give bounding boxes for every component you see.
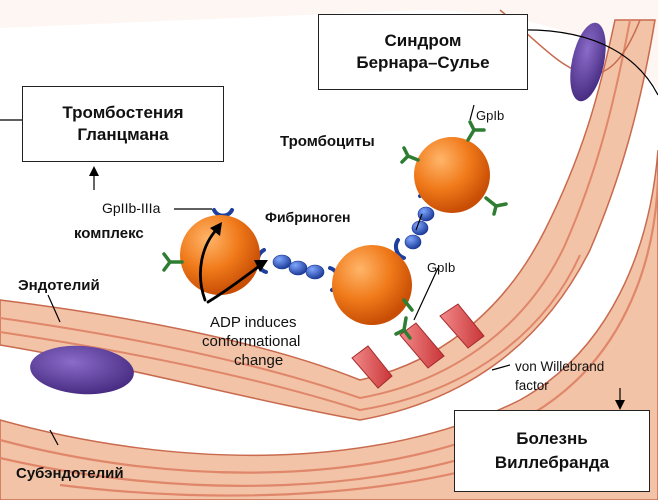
label-gpib-mid: GpIb: [427, 260, 455, 275]
label-endothelium: Эндотелий: [18, 277, 100, 294]
bernard-soulier-box: Синдром Бернара–Сулье: [318, 14, 528, 90]
von-willebrand-disease-box: Болезнь Виллебранда: [454, 410, 650, 492]
vwd-line1: Болезнь: [455, 427, 649, 451]
glanzmann-box: Тромбостения Гланцмана: [22, 86, 224, 162]
label-adp-line2: conformational: [202, 333, 300, 350]
label-adp-line3: change: [234, 352, 283, 369]
label-fibrinogen: Фибриноген: [265, 209, 350, 225]
vwd-line2: Виллебранда: [455, 451, 649, 475]
platelet-center: [332, 245, 412, 325]
glanzmann-line1: Тромбостения: [23, 102, 223, 124]
label-gpiib-line2: комплекс: [74, 225, 144, 242]
label-platelets: Тромбоциты: [280, 133, 375, 150]
bernard-line2: Бернара–Сулье: [319, 52, 527, 74]
label-vwf-line1: von Willebrand: [515, 359, 604, 374]
platelet-top: [414, 137, 490, 213]
label-gpiib-line1: GpIIb-IIIa: [102, 200, 161, 216]
label-adp-line1: ADP induces: [210, 314, 296, 331]
glanzmann-line2: Гланцмана: [23, 124, 223, 146]
bernard-line1: Синдром: [319, 30, 527, 52]
label-vwf-line2: factor: [515, 378, 549, 393]
label-subendothelium: Субэндотелий: [16, 465, 124, 482]
label-gpib-top: GpIb: [476, 108, 504, 123]
